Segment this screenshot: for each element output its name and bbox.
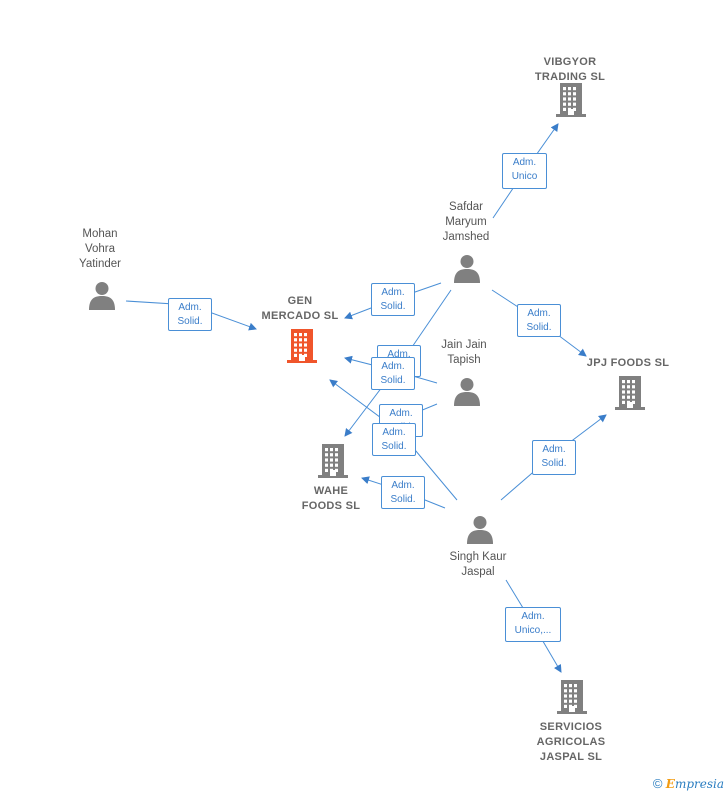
node-label-jpj[interactable]: JPJ FOODS SL bbox=[586, 357, 670, 369]
node-label-servicios[interactable]: SERVICIOS AGRICOLAS JASPAL SL bbox=[536, 721, 606, 763]
person-icon-jain[interactable] bbox=[452, 376, 482, 411]
building-icon-wahe[interactable] bbox=[317, 443, 349, 484]
edge-lines bbox=[125, 123, 607, 673]
edge-label-e1[interactable]: Adm. Unico bbox=[502, 153, 547, 189]
node-label-wahe[interactable]: WAHE FOODS SL bbox=[301, 485, 361, 512]
edge-label-e10[interactable]: Adm. Solid. bbox=[532, 440, 576, 475]
edge-label-e9[interactable]: Adm. Solid. bbox=[381, 476, 425, 509]
building-icon-vibgyor[interactable] bbox=[555, 82, 587, 123]
node-label-jain[interactable]: Jain Jain Tapish bbox=[441, 339, 487, 366]
building-icon-servicios[interactable] bbox=[556, 679, 588, 720]
edge-label-e11[interactable]: Adm. Unico,... bbox=[505, 607, 561, 642]
edge-label-e4[interactable]: Adm. Solid. bbox=[517, 304, 561, 337]
node-label-mohan[interactable]: Mohan Vohra Yatinder bbox=[79, 228, 121, 270]
node-label-safdar[interactable]: Safdar Maryum Jamshed bbox=[442, 201, 490, 243]
footer-brand: © Empresia bbox=[653, 776, 724, 791]
node-label-vibgyor[interactable]: VIBGYOR TRADING SL bbox=[534, 56, 606, 83]
copyright-symbol: © bbox=[652, 776, 663, 791]
edge-label-e8[interactable]: Adm. Solid. bbox=[372, 423, 416, 456]
edge-label-e2[interactable]: Adm. Solid. bbox=[168, 298, 212, 331]
building-icon-jpj[interactable] bbox=[614, 375, 646, 416]
node-label-singh[interactable]: Singh Kaur Jaspal bbox=[449, 551, 507, 578]
edge-label-e6[interactable]: Adm. Solid. bbox=[371, 357, 415, 390]
empresia-logo: Empresia bbox=[665, 777, 724, 791]
person-icon-singh[interactable] bbox=[465, 514, 495, 549]
person-icon-safdar[interactable] bbox=[452, 253, 482, 288]
edge-label-e3[interactable]: Adm. Solid. bbox=[371, 283, 415, 316]
building-icon-gen_mercado[interactable] bbox=[286, 328, 318, 369]
person-icon-mohan[interactable] bbox=[87, 280, 117, 315]
node-label-gen_mercado[interactable]: GEN MERCADO SL bbox=[261, 295, 339, 322]
